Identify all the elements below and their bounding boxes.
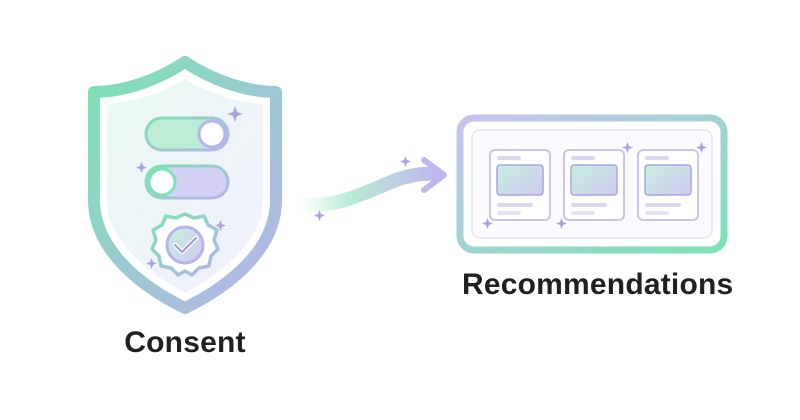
toggle-switch-on-icon xyxy=(144,116,230,152)
consent-label: Consent xyxy=(124,326,246,359)
recommendation-card xyxy=(563,149,625,221)
recommendations-label: Recommendations xyxy=(462,268,734,301)
sparkle-icon xyxy=(482,142,707,229)
recommendation-card xyxy=(637,149,699,221)
sparkle-icon xyxy=(136,106,243,269)
recommendation-card xyxy=(489,149,551,221)
verified-badge-icon xyxy=(150,212,220,277)
arrow-icon xyxy=(293,156,447,221)
toggle-switch-off-icon xyxy=(144,164,230,200)
